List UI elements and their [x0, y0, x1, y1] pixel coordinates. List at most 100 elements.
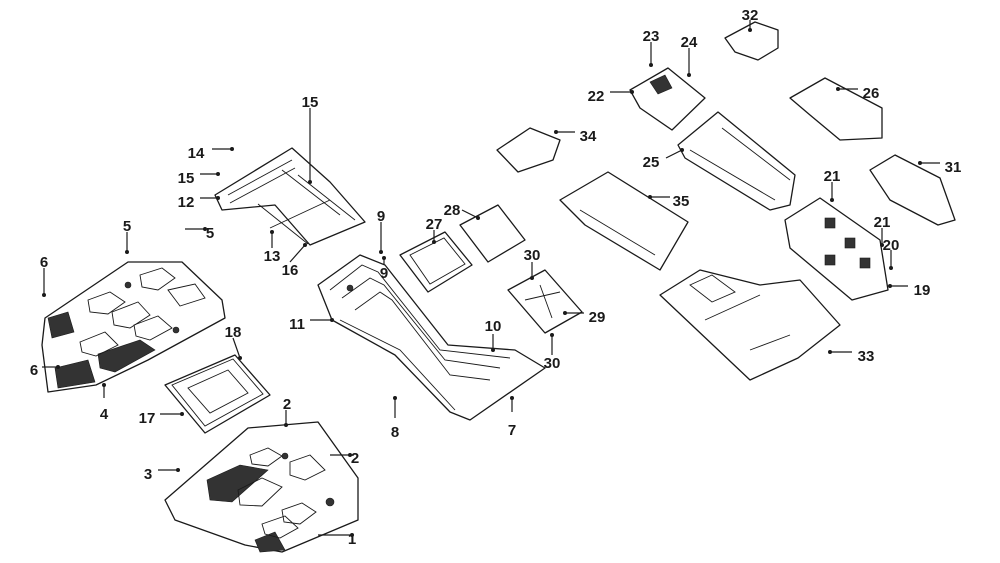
callout-24: 24: [681, 34, 698, 51]
fastener-dot: [330, 318, 334, 322]
callout-17: 17: [139, 410, 156, 427]
leader-line: [232, 337, 241, 359]
callout-5: 5: [123, 218, 131, 235]
part-mat-large: [559, 171, 689, 271]
fastener-dot: [308, 180, 312, 184]
callout-31: 31: [945, 159, 962, 176]
callout-11: 11: [289, 316, 305, 333]
callout-35: 35: [673, 193, 690, 210]
callout-8: 8: [391, 424, 399, 441]
callout-3: 3: [144, 466, 152, 483]
fastener-dot: [830, 198, 834, 202]
fastener-dot: [284, 423, 288, 427]
part-skid-plate-lower: [164, 421, 359, 553]
callout-32: 32: [742, 7, 759, 24]
fastener-dot: [530, 276, 534, 280]
fastener-dot: [379, 250, 383, 254]
callout-12: 12: [178, 194, 195, 211]
fastener-dot: [216, 172, 220, 176]
part-skid-plate-upper: [41, 261, 226, 393]
part-mat-32: [724, 21, 779, 61]
callout-14: 14: [188, 145, 205, 162]
fastener-dot: [270, 230, 274, 234]
fastener-dot: [680, 148, 684, 152]
fastener-dot: [238, 356, 242, 360]
fastener-dot: [630, 90, 634, 94]
part-top-bracket: [629, 67, 706, 131]
fastener-dot: [216, 196, 220, 200]
callout-26: 26: [863, 85, 880, 102]
callout-2: 2: [351, 450, 359, 467]
fastener-dot: [102, 383, 106, 387]
leader-line: [665, 149, 683, 159]
fastener-dot: [648, 195, 652, 199]
callout-16: 16: [282, 262, 299, 279]
fastener-dot: [649, 63, 653, 67]
fastener-dot: [42, 293, 46, 297]
part-floor-plate: [659, 269, 841, 381]
fastener-dot: [748, 28, 752, 32]
leader-line: [461, 209, 479, 219]
callout-13: 13: [264, 248, 281, 265]
fastener-dot: [836, 87, 840, 91]
fastener-dot: [432, 240, 436, 244]
part-mat-31: [869, 154, 956, 226]
callout-10: 10: [485, 318, 502, 335]
fastener-dot: [828, 350, 832, 354]
callout-6: 6: [40, 254, 48, 271]
fastener-dot: [180, 412, 184, 416]
fastener-dot: [350, 533, 354, 537]
part-support-frame: [214, 147, 366, 246]
part-center-tunnel: [317, 254, 546, 421]
fastener-dot: [176, 468, 180, 472]
callout-25: 25: [643, 154, 660, 171]
leader-line: [289, 244, 306, 263]
fastener-dot: [348, 453, 352, 457]
fastener-dot: [918, 161, 922, 165]
part-mat-small: [496, 127, 561, 173]
fastener-dot: [382, 256, 386, 260]
callout-20: 20: [883, 237, 900, 254]
part-cross-plate: [507, 269, 583, 334]
fastener-dot: [550, 333, 554, 337]
fastener-dot: [491, 348, 495, 352]
callout-4: 4: [100, 406, 109, 423]
leader-lines: [42, 20, 940, 537]
fastener-dot: [510, 396, 514, 400]
callout-9: 9: [380, 265, 388, 282]
callout-21: 21: [824, 168, 841, 185]
callout-1: 1: [348, 531, 356, 548]
callout-5: 5: [206, 225, 214, 242]
fastener-dot: [888, 284, 892, 288]
callout-23: 23: [643, 28, 660, 45]
fastener-dot: [880, 243, 884, 247]
part-mat-26: [789, 77, 883, 141]
callout-21: 21: [874, 214, 891, 231]
callout-6: 6: [30, 362, 38, 379]
callout-34: 34: [580, 128, 597, 145]
fastener-dot: [393, 396, 397, 400]
callout-28: 28: [444, 202, 461, 219]
callout-15: 15: [302, 94, 319, 111]
part-storage-box: [399, 231, 473, 293]
callout-9: 9: [377, 208, 385, 225]
fastener-dot: [56, 365, 60, 369]
fastener-dot: [203, 227, 207, 231]
callout-18: 18: [225, 324, 242, 341]
part-access-panel: [164, 354, 271, 434]
callout-7: 7: [508, 422, 516, 439]
fastener-dot: [889, 266, 893, 270]
callout-15: 15: [178, 170, 195, 187]
callout-29: 29: [589, 309, 606, 326]
callout-27: 27: [426, 216, 443, 233]
fastener-dot: [230, 147, 234, 151]
callout-33: 33: [858, 348, 875, 365]
callout-30: 30: [544, 355, 561, 372]
fastener-dot: [687, 73, 691, 77]
callout-30: 30: [524, 247, 541, 264]
fastener-dot: [554, 130, 558, 134]
part-long-housing: [677, 111, 796, 211]
fastener-dot: [476, 216, 480, 220]
